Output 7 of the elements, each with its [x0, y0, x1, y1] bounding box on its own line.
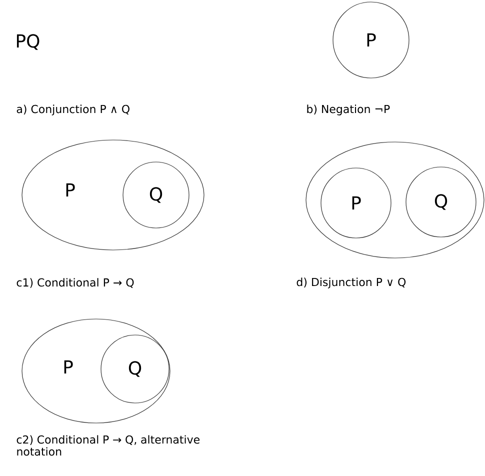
caption: a) Conjunction P ∧ Q: [16, 104, 130, 116]
symbol-text: PQ: [16, 34, 40, 50]
ellipse: [306, 142, 484, 258]
caption: c1) Conditional P → Q: [16, 278, 134, 288]
caption: c2) Conditional P → Q, alternative notation: [16, 435, 200, 456]
caption: d) Disjunction P ∨ Q: [296, 278, 406, 288]
caption: b) Negation ¬P: [307, 104, 390, 116]
